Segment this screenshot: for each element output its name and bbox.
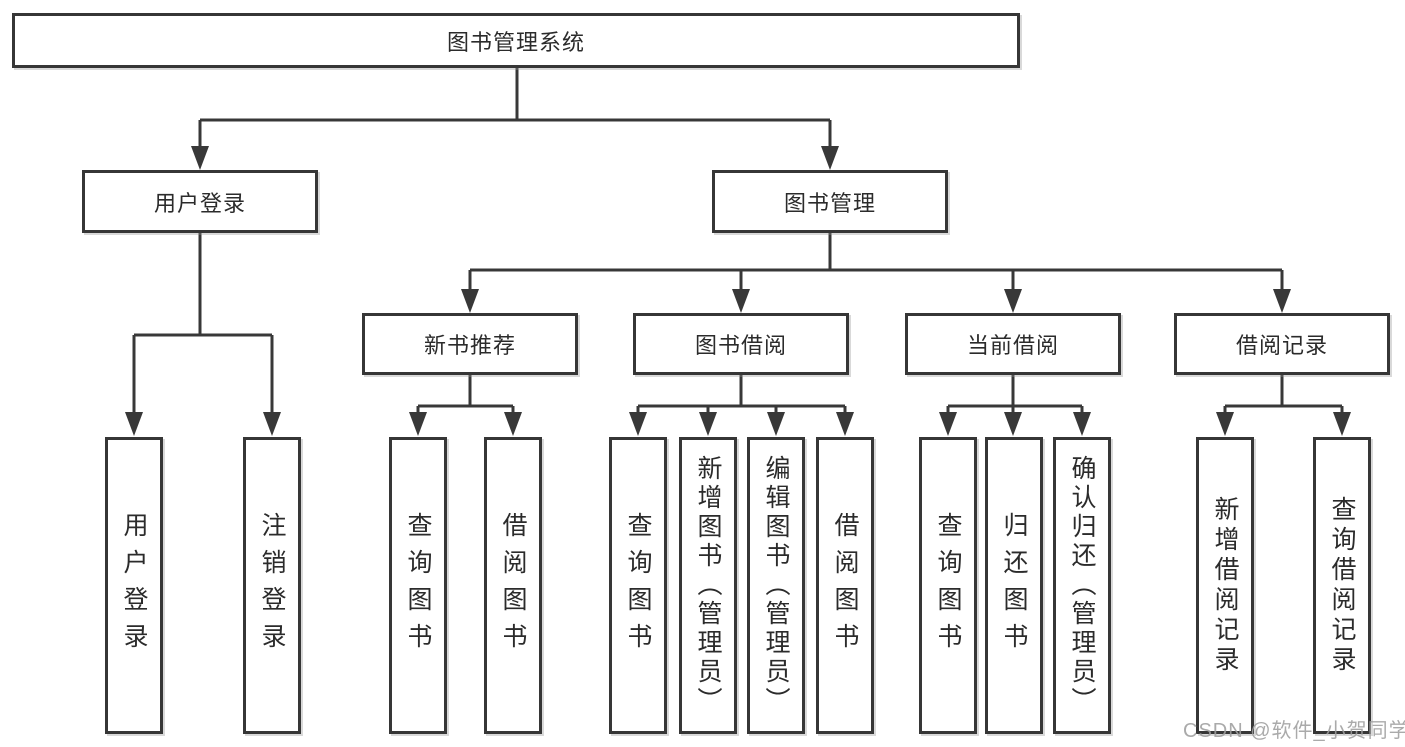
arrowhead [1216, 412, 1234, 436]
arrowhead [191, 146, 209, 170]
arrowhead [767, 412, 785, 436]
arrowhead [409, 412, 427, 436]
arrowhead [461, 289, 479, 313]
arrowhead [125, 412, 143, 436]
leaf-records-add-record: 新增借阅记录 [1196, 437, 1254, 734]
arrowhead [1073, 412, 1091, 436]
node-current-borrow: 当前借阅 [905, 313, 1121, 375]
watermark: CSDN @软件_小贺同学 [1183, 720, 1405, 742]
leaf-records-query-record: 查询借阅记录 [1313, 437, 1371, 734]
connector-recommend-to-leaves [416, 375, 515, 414]
leaf-borrow-query-book: 查询图书 [609, 437, 667, 734]
node-new-book-recommend: 新书推荐 [362, 313, 578, 375]
connector-records-to-leaves [1223, 375, 1344, 414]
leaf-current-confirm-return-admin: 确认归还（管理员） [1053, 437, 1111, 734]
arrowhead [1273, 289, 1291, 313]
connector-mgmt-to-level3 [468, 233, 1284, 291]
leaf-borrow-borrow-book: 借阅图书 [816, 437, 874, 734]
leaf-recommend-query-book: 查询图书 [389, 437, 447, 734]
node-user-login: 用户登录 [82, 170, 318, 233]
leaf-user-login: 用户登录 [105, 437, 163, 734]
node-book-management: 图书管理 [712, 170, 948, 233]
arrowhead [821, 146, 839, 170]
node-root-system: 图书管理系统 [12, 13, 1020, 68]
connector-current-to-leaves [946, 375, 1084, 414]
node-book-borrow: 图书借阅 [633, 313, 849, 375]
connector-borrow-to-leaves [636, 375, 847, 414]
connector-login-to-leaves [132, 233, 274, 414]
arrowhead [836, 412, 854, 436]
arrowhead [1004, 289, 1022, 313]
leaf-recommend-borrow-book: 借阅图书 [484, 437, 542, 734]
leaf-current-return-book: 归还图书 [985, 437, 1043, 734]
leaf-logout: 注销登录 [243, 437, 301, 734]
arrowhead [939, 412, 957, 436]
arrowheads-leaves [125, 412, 1351, 436]
arrowhead [263, 412, 281, 436]
arrowhead [732, 289, 750, 313]
arrowhead [699, 412, 717, 436]
arrowhead [629, 412, 647, 436]
leaf-borrow-add-book-admin: 新增图书（管理员） [679, 437, 737, 734]
leaf-current-query-book: 查询图书 [919, 437, 977, 734]
arrowheads-level2 [191, 146, 839, 170]
node-borrow-records: 借阅记录 [1174, 313, 1390, 375]
connector-root-to-level2 [198, 68, 832, 148]
leaf-borrow-edit-book-admin: 编辑图书（管理员） [747, 437, 805, 734]
arrowheads-level3 [461, 289, 1291, 313]
arrowhead [1004, 412, 1022, 436]
arrowhead [1333, 412, 1351, 436]
arrowhead [504, 412, 522, 436]
